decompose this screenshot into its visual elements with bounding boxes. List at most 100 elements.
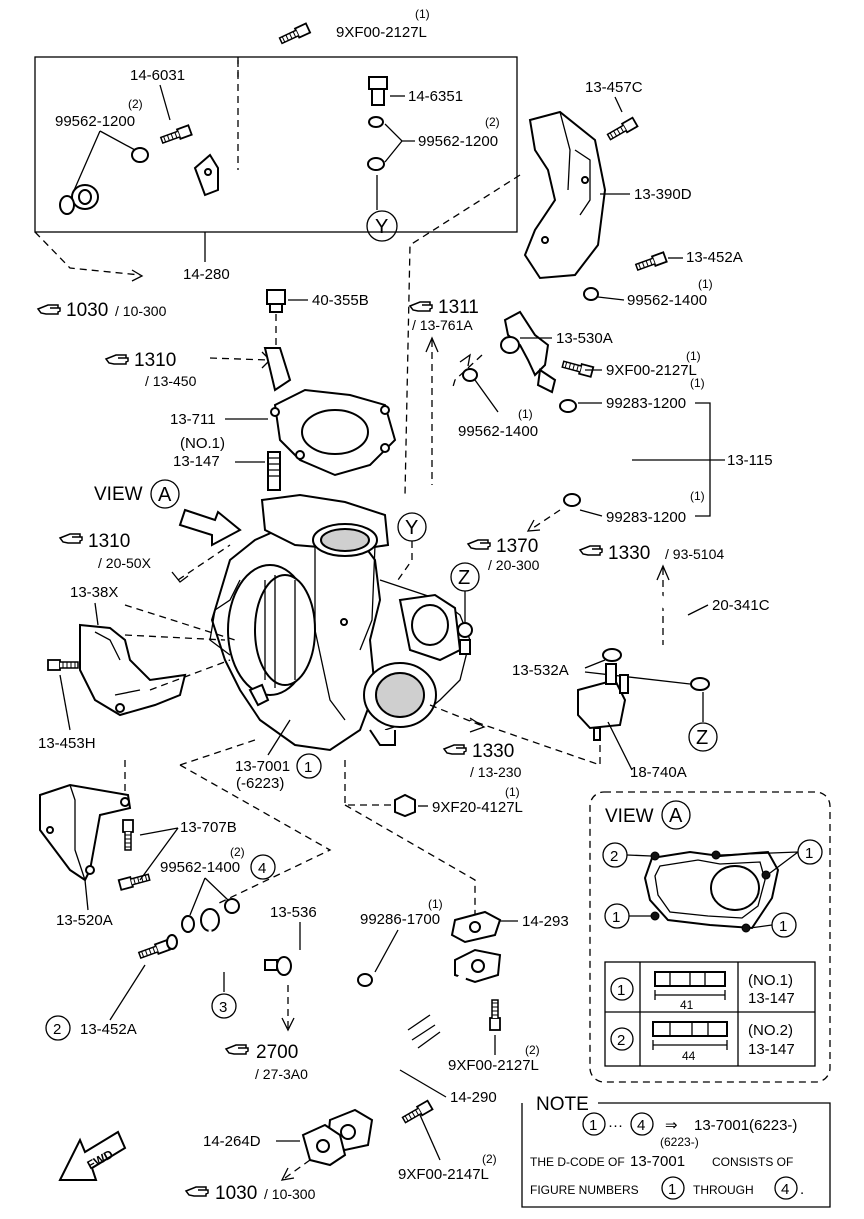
ref-1030-bottom-sub: / 10-300 bbox=[264, 1186, 316, 1202]
note-title: NOTE bbox=[536, 1094, 589, 1115]
qty-9xf00-mid: (1) bbox=[686, 349, 701, 363]
washer-icon bbox=[462, 368, 478, 382]
label-99283-1200-top: 99283-1200 bbox=[606, 395, 686, 412]
qty-99283-b: (1) bbox=[690, 489, 705, 503]
ref-1370-sub: / 20-300 bbox=[488, 557, 540, 573]
washer-icon bbox=[224, 898, 240, 914]
view-a-num-2: 2 bbox=[610, 848, 618, 865]
bolt-icon bbox=[634, 251, 668, 273]
washer-icon bbox=[166, 934, 178, 950]
ref-1311-sub: / 13-761A bbox=[412, 317, 473, 333]
view-a-num-1a: 1 bbox=[805, 845, 813, 862]
label-99562-1200-right: 99562-1200 bbox=[418, 133, 498, 150]
ref-1030-top-sub: / 10-300 bbox=[115, 303, 167, 319]
label-13-530a: 13-530A bbox=[556, 330, 613, 347]
stud-icon bbox=[267, 451, 281, 491]
ref-1311: 1311 bbox=[438, 297, 479, 318]
label-99286-1700: 99286-1700 bbox=[360, 911, 440, 928]
pipe-3 bbox=[200, 908, 278, 971]
label-top-bolt: 9XF00-2127L bbox=[336, 24, 427, 41]
ref-1370: 1370 bbox=[496, 536, 538, 557]
hose-20-341c bbox=[602, 595, 710, 691]
turbocharger bbox=[209, 493, 473, 752]
label-13-452a-lower: 13-452A bbox=[80, 1021, 137, 1038]
callout-y bbox=[366, 210, 398, 242]
note-arrow: ⇒ bbox=[665, 1117, 678, 1134]
nut-icon bbox=[266, 289, 286, 313]
view-a-title: VIEW bbox=[605, 806, 654, 827]
table-row-1-spec: (NO.1) bbox=[748, 972, 793, 989]
ref-1310-left-sub: / 20-50X bbox=[98, 555, 152, 571]
callout-y2-text: Y bbox=[405, 517, 418, 539]
ref-2700-sub: / 27-3A0 bbox=[255, 1066, 308, 1082]
note-line2a: THE D-CODE OF bbox=[530, 1155, 625, 1169]
circle-num-3-text: 3 bbox=[219, 999, 227, 1016]
note-from: 1 bbox=[589, 1117, 597, 1134]
bolt-icon bbox=[560, 358, 595, 378]
callout-y-text: Y bbox=[375, 216, 388, 238]
label-14-290: 14-290 bbox=[450, 1089, 497, 1106]
note-n4: 4 bbox=[781, 1181, 789, 1198]
bracket-13-520a bbox=[39, 783, 132, 882]
label-14-280: 14-280 bbox=[183, 266, 230, 283]
label-13-147: 13-147 bbox=[173, 453, 220, 470]
ref-icon bbox=[105, 354, 129, 365]
label-14-6351: 14-6351 bbox=[408, 88, 463, 105]
view-a-circle bbox=[661, 800, 691, 830]
washer-icon bbox=[181, 915, 195, 933]
label-99562-1400-lower: 99562-1400 bbox=[160, 859, 240, 876]
label-99562-1400-mid: 99562-1400 bbox=[458, 423, 538, 440]
ref-1330-lower-sub: / 13-230 bbox=[470, 764, 522, 780]
ref-1330-right: 1330 bbox=[608, 543, 650, 564]
callout-z2 bbox=[688, 722, 718, 752]
table-row-1-num: 1 bbox=[617, 982, 625, 999]
bolt-icon bbox=[277, 22, 312, 47]
ref-icon bbox=[443, 744, 467, 755]
qty-99283-a: (1) bbox=[690, 376, 705, 390]
label-13-7001: 13-7001 bbox=[235, 758, 290, 775]
note-target: 13-7001(6223-) bbox=[694, 1117, 797, 1134]
note-to: 4 bbox=[637, 1117, 645, 1134]
callout-a-text: A bbox=[158, 484, 172, 506]
label-13-520a: 13-520A bbox=[56, 912, 113, 929]
view-a-box: VIEW A 2 1 1 1 1 41 (NO.1) 13 bbox=[589, 791, 831, 1083]
label-13-115: 13-115 bbox=[727, 452, 773, 469]
ref-2700: 2700 bbox=[256, 1042, 298, 1063]
ref-1310-top-sub: / 13-450 bbox=[145, 373, 197, 389]
washer-icon bbox=[367, 157, 385, 171]
note-line3c: . bbox=[800, 1181, 804, 1198]
note-box: NOTE 1 ··· 4 ⇒ 13-7001(6223-) (6223-) TH… bbox=[521, 1094, 831, 1208]
ref-icon bbox=[185, 1186, 209, 1197]
ref-icon bbox=[409, 301, 433, 312]
exhaust-gasket-13-711 bbox=[270, 388, 397, 477]
view-a-num-1c: 1 bbox=[779, 918, 787, 935]
label-9xf00-2127l-lower: 9XF00-2127L bbox=[448, 1057, 539, 1074]
qty-99562-2: (2) bbox=[485, 115, 500, 129]
label-14-6031: 14-6031 bbox=[130, 67, 185, 84]
gasket-14-293 bbox=[450, 910, 502, 944]
note-line2c: CONSISTS OF bbox=[712, 1155, 793, 1169]
label-13-452a-top: 13-452A bbox=[686, 249, 743, 266]
table-row-2-dim: 44 bbox=[682, 1049, 696, 1063]
heat-shield bbox=[523, 110, 607, 280]
bolt-icon bbox=[605, 116, 639, 143]
solenoid-valve-18-740a bbox=[577, 663, 629, 741]
heat-insulator-13-38x bbox=[79, 623, 187, 717]
note-line2b: 13-7001 bbox=[630, 1153, 685, 1170]
label-no1: (NO.1) bbox=[180, 435, 225, 452]
label-13-7001-sub: (-6223) bbox=[236, 775, 284, 792]
ref-1310-top: 1310 bbox=[134, 350, 176, 371]
label-40-355b: 40-355B bbox=[312, 292, 369, 309]
bolt-icon bbox=[489, 999, 501, 1031]
ref-icon bbox=[225, 1044, 249, 1055]
view-a-letter: A bbox=[669, 805, 683, 827]
circle-num-4-text: 4 bbox=[258, 860, 266, 877]
label-13-390d: 13-390D bbox=[634, 186, 692, 203]
circle-num-2-text: 2 bbox=[53, 1021, 61, 1038]
nut-icon bbox=[394, 793, 416, 818]
view-a-num-1b: 1 bbox=[612, 909, 620, 926]
label-9xf00-2127l-mid: 9XF00-2127L bbox=[606, 362, 697, 379]
fwd-arrow-icon: FWD bbox=[58, 1130, 127, 1181]
ref-icon bbox=[37, 304, 61, 315]
